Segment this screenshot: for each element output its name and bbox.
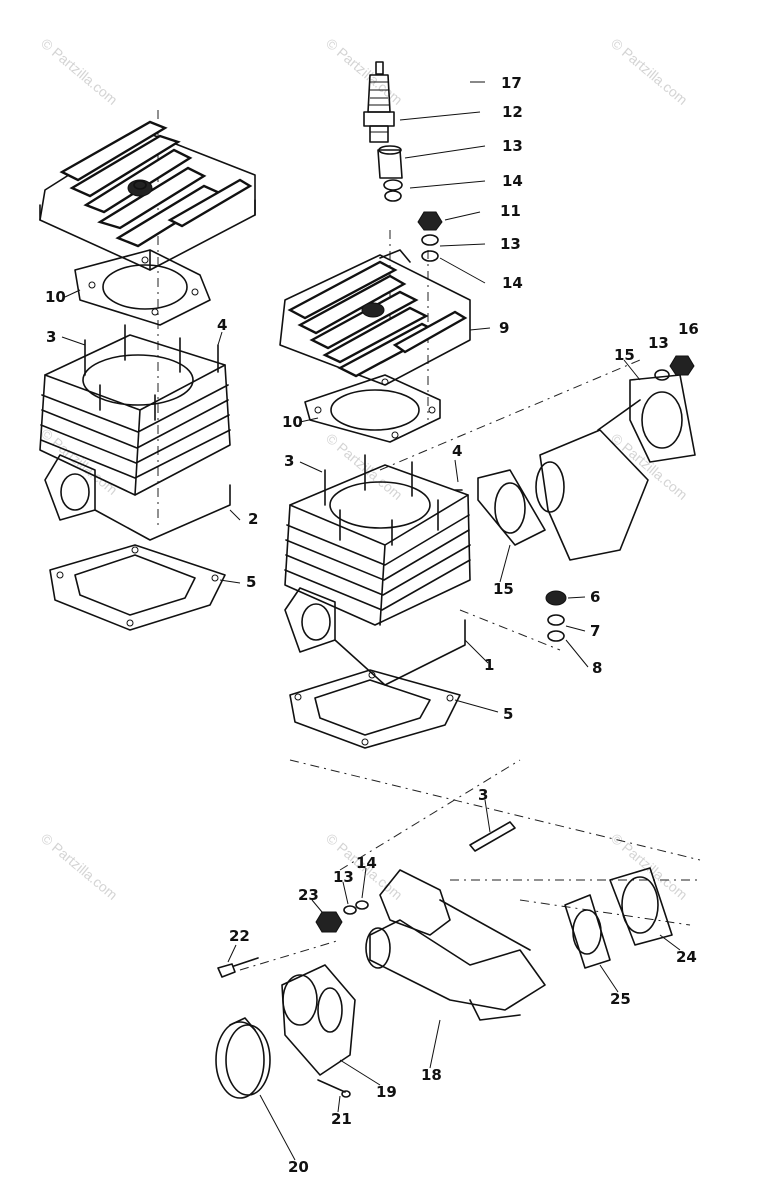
- left-cylinder: [39, 324, 231, 541]
- callout-13-upper: 13: [502, 137, 523, 155]
- callout-3-left: 3: [46, 328, 56, 346]
- callout-15-lower: 15: [493, 580, 514, 598]
- left-head-gasket: [74, 249, 211, 326]
- callout-4-center: 4: [452, 442, 462, 460]
- callout-numbers: 17 12 13 14 11 13 14 9 10 10 3 4 2 5 15 …: [45, 74, 699, 1176]
- right-cylinder: [284, 454, 471, 686]
- callout-5-right: 5: [503, 705, 513, 723]
- callout-17: 17: [501, 74, 522, 92]
- callout-8: 8: [592, 659, 602, 677]
- bolt-21: [317, 1079, 351, 1098]
- left-cylinder-head: [39, 120, 256, 271]
- callout-3-intake: 3: [478, 786, 488, 804]
- callout-3-center: 3: [284, 452, 294, 470]
- right-head-gasket: [304, 374, 441, 443]
- callout-15-upper: 15: [614, 346, 635, 364]
- intake-hardware: [217, 900, 369, 978]
- callout-13-right: 13: [648, 334, 669, 352]
- callout-6: 6: [590, 588, 600, 606]
- watermark-1: © Partzilla.com: [38, 35, 121, 108]
- exhaust-gasket-15-lower: [477, 469, 546, 546]
- intake-gasket-25: [564, 894, 611, 969]
- callout-1: 1: [484, 656, 494, 674]
- watermark-7: © Partzilla.com: [38, 830, 121, 903]
- callout-5-left: 5: [246, 573, 256, 591]
- callout-12: 12: [502, 103, 523, 121]
- callout-7: 7: [590, 622, 600, 640]
- carburetor-flange-19: [281, 964, 356, 1076]
- callout-14-intake: 14: [356, 854, 377, 872]
- callout-25: 25: [610, 990, 631, 1008]
- callout-9: 9: [499, 319, 509, 337]
- callout-14-second: 14: [502, 274, 523, 292]
- clamp-20: [215, 1017, 271, 1099]
- callout-4-left: 4: [217, 316, 227, 334]
- spark-plug-nut: [377, 145, 403, 179]
- callout-19: 19: [376, 1083, 397, 1101]
- exhaust-gasket-15-upper: [629, 374, 696, 463]
- intake-manifold: [365, 869, 546, 1021]
- callout-23: 23: [298, 886, 319, 904]
- callout-11: 11: [500, 202, 521, 220]
- watermark-2: © Partzilla.com: [323, 35, 406, 108]
- washers-right: [545, 355, 695, 642]
- stud-3: [469, 821, 516, 852]
- spark-plug: [363, 61, 395, 143]
- exhaust-manifold: [535, 399, 649, 561]
- callout-24: 24: [676, 948, 697, 966]
- watermark-3: © Partzilla.com: [608, 35, 691, 108]
- callout-16: 16: [678, 320, 699, 338]
- leader-lines: [61, 81, 681, 1161]
- right-cylinder-head: [279, 249, 471, 386]
- left-base-gasket: [49, 544, 226, 631]
- callout-14-upper: 14: [502, 172, 523, 190]
- intake-spacer-24: [609, 867, 673, 946]
- callout-22: 22: [229, 927, 250, 945]
- callout-21: 21: [331, 1110, 352, 1128]
- callout-13-intake: 13: [333, 868, 354, 886]
- callout-10-right: 10: [282, 413, 303, 431]
- washers-upper: [383, 179, 443, 262]
- callout-20: 20: [288, 1158, 309, 1176]
- callout-18: 18: [421, 1066, 442, 1084]
- right-base-gasket: [289, 669, 461, 749]
- callout-2: 2: [248, 510, 258, 528]
- callout-13-second: 13: [500, 235, 521, 253]
- callout-10-left: 10: [45, 288, 66, 306]
